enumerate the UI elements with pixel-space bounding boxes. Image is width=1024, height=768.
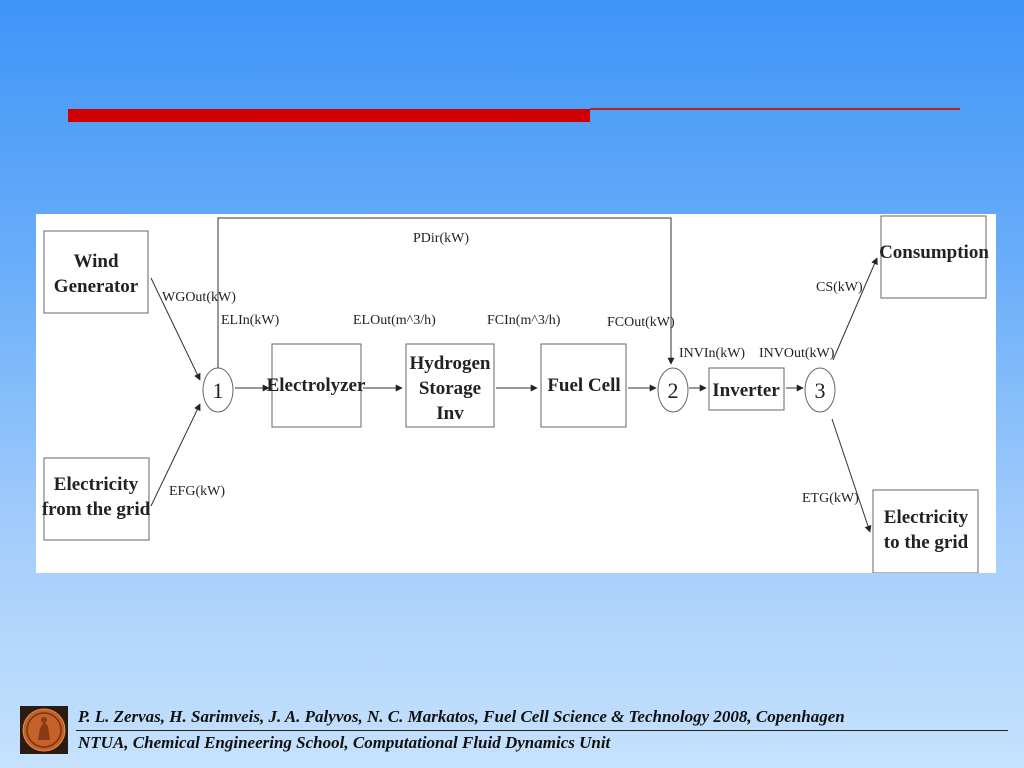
wind-generator-label-2: Generator [54,276,139,297]
inverter-label: Inverter [712,380,780,401]
pdir-arrow [217,217,675,368]
university-seal-icon [20,706,68,754]
title-accent-bar [68,109,590,122]
elin-label: ELIn(kW) [221,313,280,328]
wind-generator-box [43,230,149,314]
hydrogen-storage-label-1: Hydrogen [410,353,491,374]
footer-affiliation: NTUA, Chemical Engineering School, Compu… [78,733,611,752]
cs-arrow [832,257,878,361]
invout-label: INVOut(kW) [759,346,835,361]
electricity-to-grid-label-2: to the grid [884,532,969,553]
fcout-label: FCOut(kW) [607,315,675,330]
footer-citation: P. L. Zervas, H. Sarimveis, J. A. Palyvo… [78,707,845,726]
junction-node-2-label: 2 [668,378,679,403]
wind-generator-label-1: Wind [73,251,119,272]
pdir-label: PDir(kW) [413,231,469,246]
electrolyzer-label: Electrolyzer [267,375,366,396]
junction-node-1-label: 1 [213,378,224,403]
cs-label: CS(kW) [816,280,863,295]
hydrogen-storage-box [405,343,495,428]
wgout-arrow [150,277,201,381]
elout-label: ELOut(m^3/h) [353,313,436,328]
etg-arrow [831,418,872,533]
junction-node-2 [657,367,689,413]
consumption-box [880,215,987,299]
wgout-label: WGOut(kW) [162,290,236,305]
electricity-from-grid-label-1: Electricity [54,474,139,495]
hydrogen-storage-label-2: Storage [419,378,481,399]
efg-label: EFG(kW) [169,484,225,499]
junction-node-3-label: 3 [815,378,826,403]
invin-label: INVIn(kW) [679,346,745,361]
footer-divider [76,730,1008,731]
fuel-cell-box [540,343,627,428]
junction-node-3 [804,367,836,413]
electricity-from-grid-label-2: from the grid [42,499,151,520]
diagram-panel [36,214,996,573]
hydrogen-storage-label-3: Inv [436,403,464,424]
inverter-box [708,367,785,411]
electrolyzer-box [271,343,362,428]
electricity-from-grid-box [43,457,150,541]
fcin-label: FCIn(m^3/h) [487,313,561,328]
title-accent-line [590,108,960,110]
fuel-cell-label: Fuel Cell [547,375,620,396]
etg-label: ETG(kW) [802,491,859,506]
consumption-label: Consumption [879,242,989,263]
energy-flow-diagram: Wind Generator Electricity from the grid… [42,215,989,573]
electricity-to-grid-label-1: Electricity [884,507,969,528]
electricity-to-grid-box [872,489,979,573]
efg-arrow [150,403,201,507]
